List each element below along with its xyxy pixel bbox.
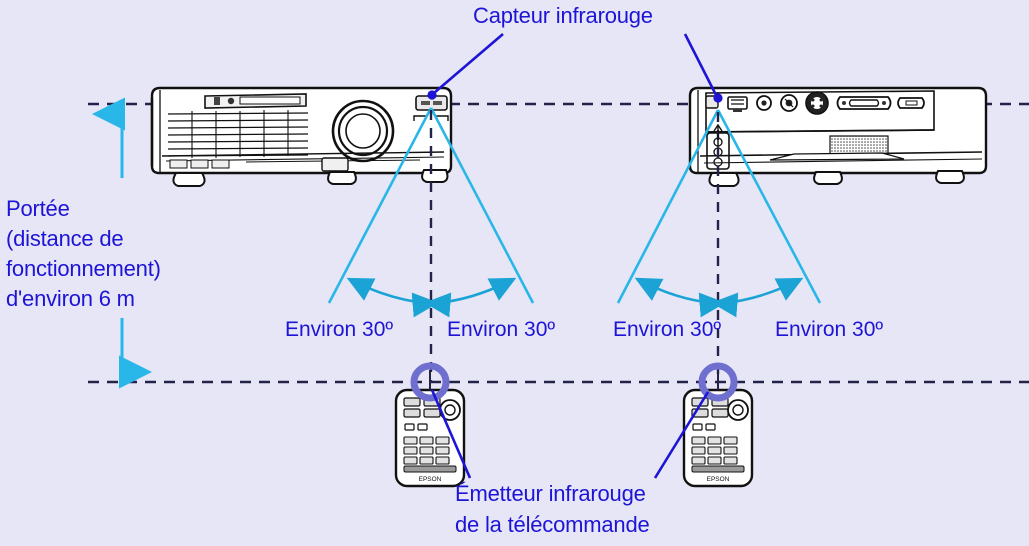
svg-text:EPSON: EPSON [707,476,730,483]
range-label-line-1: Portée [6,196,70,221]
svg-text:EPSON: EPSON [419,476,442,483]
angle-label-right-outer: Environ 30º [775,318,884,341]
angle-arc-right-1 [634,277,739,318]
angle-label-left-inner: Environ 30º [447,318,556,341]
angle-arc-right-2 [698,277,804,318]
leader-line-left-sensor [427,33,504,100]
remote-left: EPSON [394,362,466,488]
leader-line-right-emitter [653,391,710,479]
range-label-line-3: fonctionnement) [6,256,161,281]
leader-line-left-emitter [430,389,472,479]
emitter-caption-line-1: Émetteur infrarouge [455,481,646,506]
angle-label-right-inner: Environ 30º [613,318,722,341]
range-label-line-4: d'environ 6 m [6,286,135,311]
emitter-caption: Émetteur infrarouge de la télécommande [455,478,650,540]
remote-right: EPSON [682,362,754,488]
leader-line-right-sensor [683,33,723,103]
ir-beam-left [327,107,535,382]
emitter-caption-line-2: de la télécommande [455,512,650,537]
range-label-line-2: (distance de [6,226,124,251]
projector-rear [688,86,988,187]
angle-arc-left-1 [346,277,452,318]
range-label: Portée (distance de fonctionnement) d'en… [6,194,256,314]
ir-beam-right [616,109,822,382]
angle-label-left-outer: Environ 30º [285,318,394,341]
page-title: Capteur infrarouge [473,3,653,28]
angle-arc-left-2 [411,277,517,318]
projector-front [150,86,453,187]
